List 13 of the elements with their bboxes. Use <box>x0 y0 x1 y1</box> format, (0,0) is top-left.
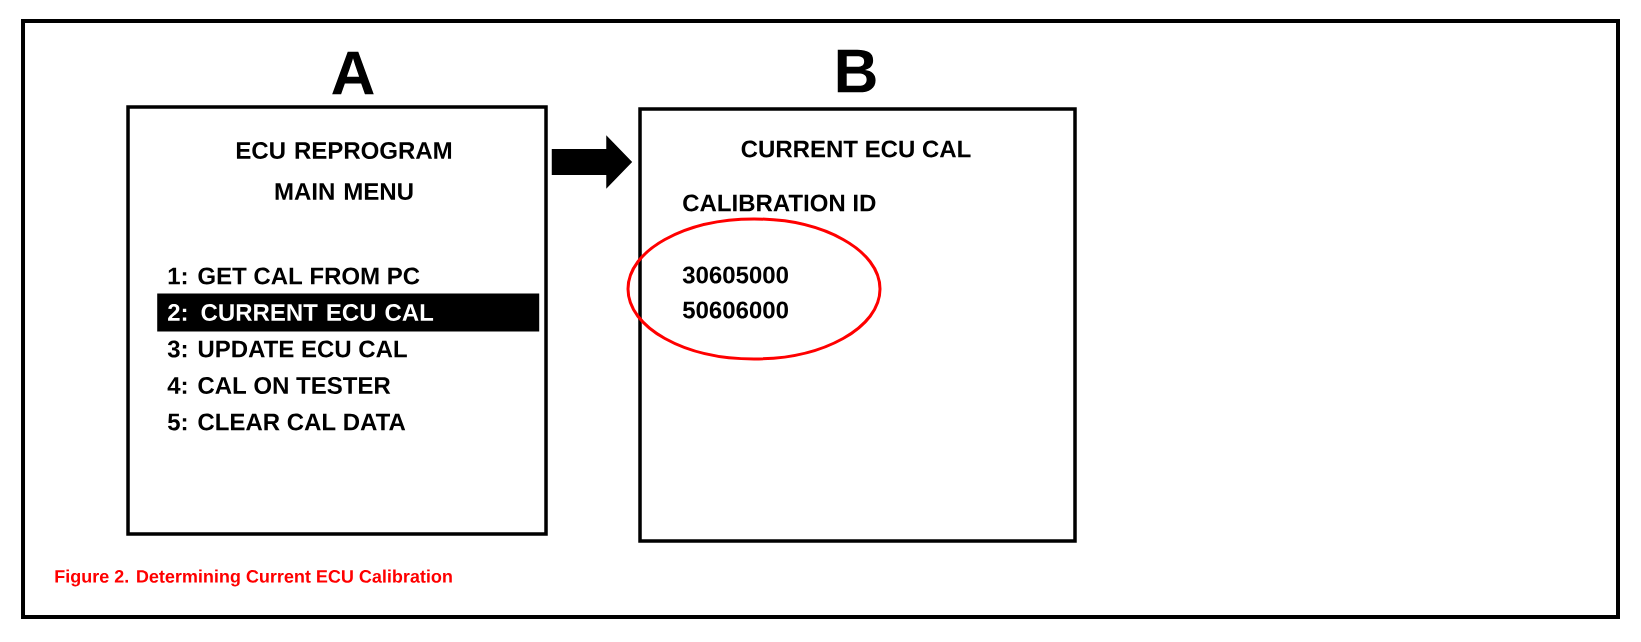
panel-letter: B <box>837 49 876 93</box>
screen-title: CURRENT ECU CAL <box>741 140 971 158</box>
menu-item: 4: CAL ON TESTER <box>167 377 391 394</box>
menu-item: 1: GET CAL FROM PC <box>168 267 420 285</box>
menu-item: 5: CLEAR CAL DATA <box>167 413 406 431</box>
calibration-id: 50606000 <box>682 301 788 319</box>
calibration-id: 30605000 <box>682 266 788 284</box>
field-label: CALIBRATION ID <box>683 194 876 212</box>
panel-letter: A <box>332 51 374 95</box>
menu-item: 3: UPDATE ECU CAL <box>167 340 407 358</box>
figure-caption: Figure 2. Determining Current ECU Calibration <box>55 569 452 587</box>
selected-menu-item: 2: CURRENT ECU CAL <box>157 293 540 332</box>
menu-title: ECU REPROGRAM MAIN MENU <box>236 142 452 200</box>
